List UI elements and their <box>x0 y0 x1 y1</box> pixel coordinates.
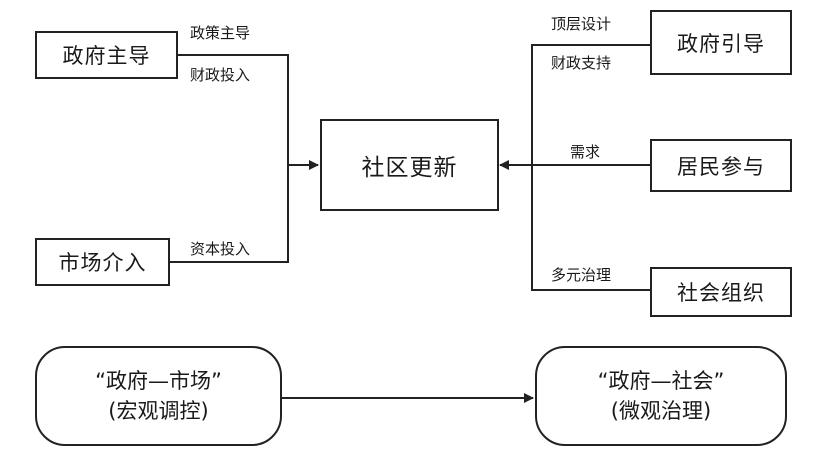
pill-gov-market-title: “政府—市场” <box>95 369 222 393</box>
label-fiscal-input: 财政投入 <box>190 66 251 84</box>
label-top-design: 顶层设计 <box>551 15 612 33</box>
node-gov-lead: 政府主导 <box>35 31 178 79</box>
line-gov-lead <box>178 54 289 165</box>
label-multi-governance: 多元治理 <box>551 266 612 284</box>
pill-gov-society: “政府—社会” (微观治理) <box>535 346 787 446</box>
node-center: 社区更新 <box>320 119 499 211</box>
label-demand: 需求 <box>570 143 601 161</box>
line-market-entry <box>170 165 289 263</box>
pill-gov-market: “政府—市场” (宏观调控) <box>35 346 282 446</box>
pill-gov-market-sub: (宏观调控) <box>108 399 209 423</box>
label-policy-lead: 政策主导 <box>190 24 251 42</box>
node-gov-guide: 政府引导 <box>650 10 792 75</box>
pill-gov-society-title: “政府—社会” <box>597 369 725 393</box>
node-market-entry: 市场介入 <box>35 238 170 286</box>
node-residents: 居民参与 <box>650 139 792 192</box>
line-gov-guide <box>531 44 650 291</box>
pill-gov-society-sub: (微观治理) <box>610 399 712 423</box>
node-social-org: 社会组织 <box>650 267 792 317</box>
label-capital-input: 资本投入 <box>190 240 251 258</box>
label-fiscal-support: 财政支持 <box>551 54 612 72</box>
